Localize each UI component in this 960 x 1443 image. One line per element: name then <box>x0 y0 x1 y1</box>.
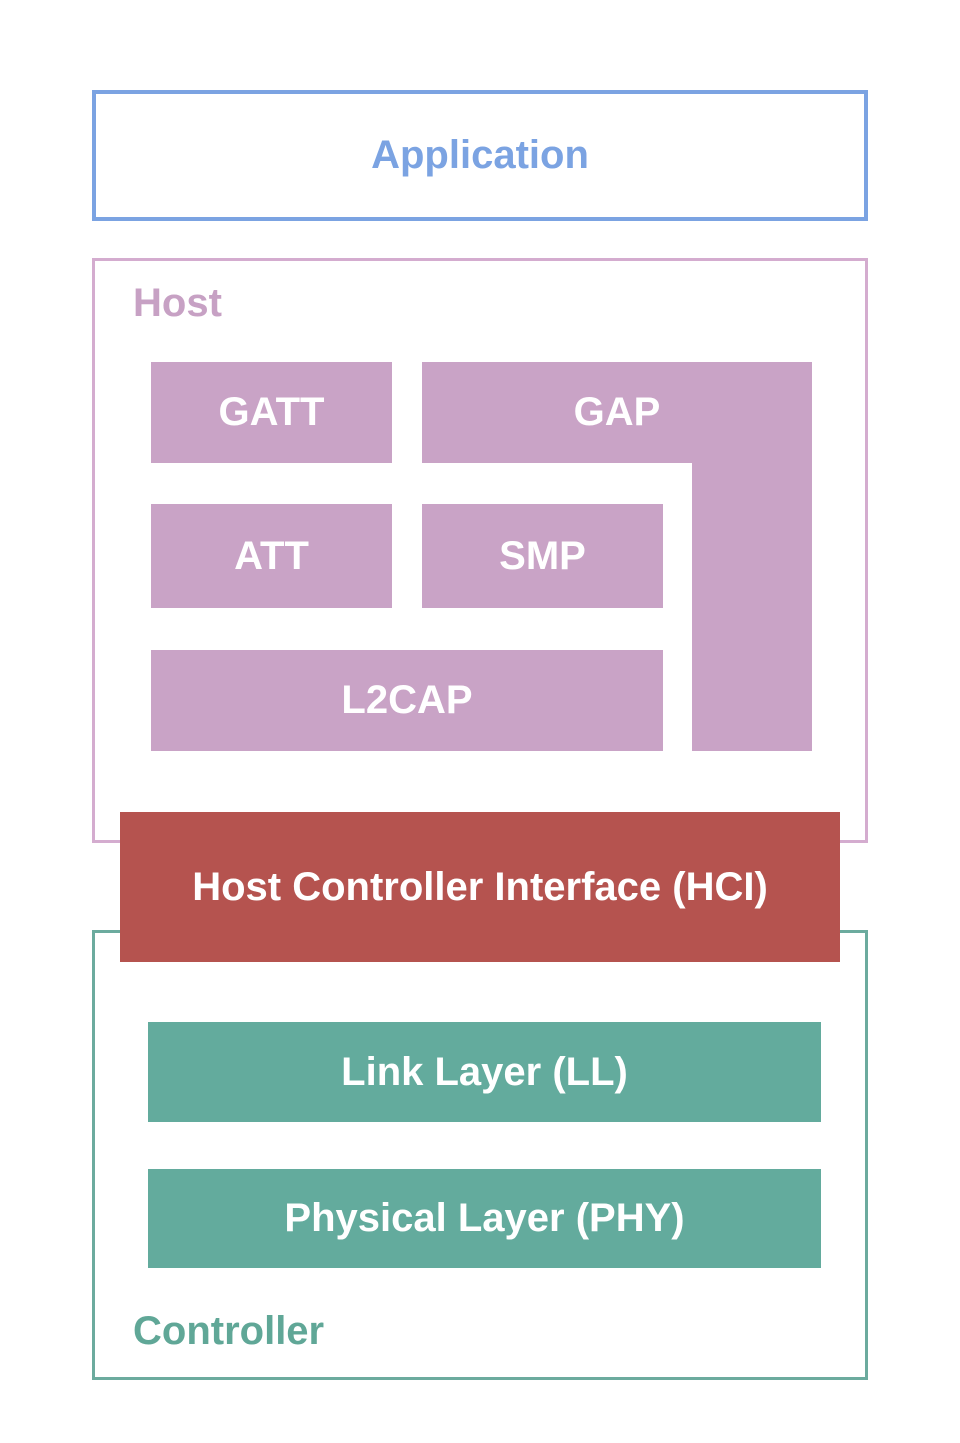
l2cap-label: L2CAP <box>341 678 473 722</box>
link-layer-block: Link Layer (LL) <box>148 1022 821 1122</box>
controller-box: Controller <box>92 930 868 1380</box>
gap-block-right-extension <box>692 463 812 751</box>
att-label: ATT <box>234 533 309 578</box>
l2cap-block: L2CAP <box>151 650 663 751</box>
controller-label: Controller <box>133 1309 325 1353</box>
gatt-block: GATT <box>151 362 392 463</box>
host-label: Host <box>133 281 222 325</box>
gap-label: GAP <box>573 390 661 434</box>
smp-label: SMP <box>499 533 586 578</box>
att-block: ATT <box>151 504 392 608</box>
gatt-label: GATT <box>218 390 325 434</box>
physical-layer-block: Physical Layer (PHY) <box>148 1169 821 1268</box>
hci-label: Host Controller Interface (HCI) <box>192 864 768 909</box>
link-layer-label: Link Layer (LL) <box>341 1049 628 1094</box>
application-box: Application <box>92 90 868 221</box>
smp-block: SMP <box>422 504 663 608</box>
application-label: Application <box>371 133 589 177</box>
gap-block: GAP <box>422 362 812 463</box>
physical-layer-label: Physical Layer (PHY) <box>284 1196 685 1240</box>
hci-bar: Host Controller Interface (HCI) <box>120 812 840 962</box>
